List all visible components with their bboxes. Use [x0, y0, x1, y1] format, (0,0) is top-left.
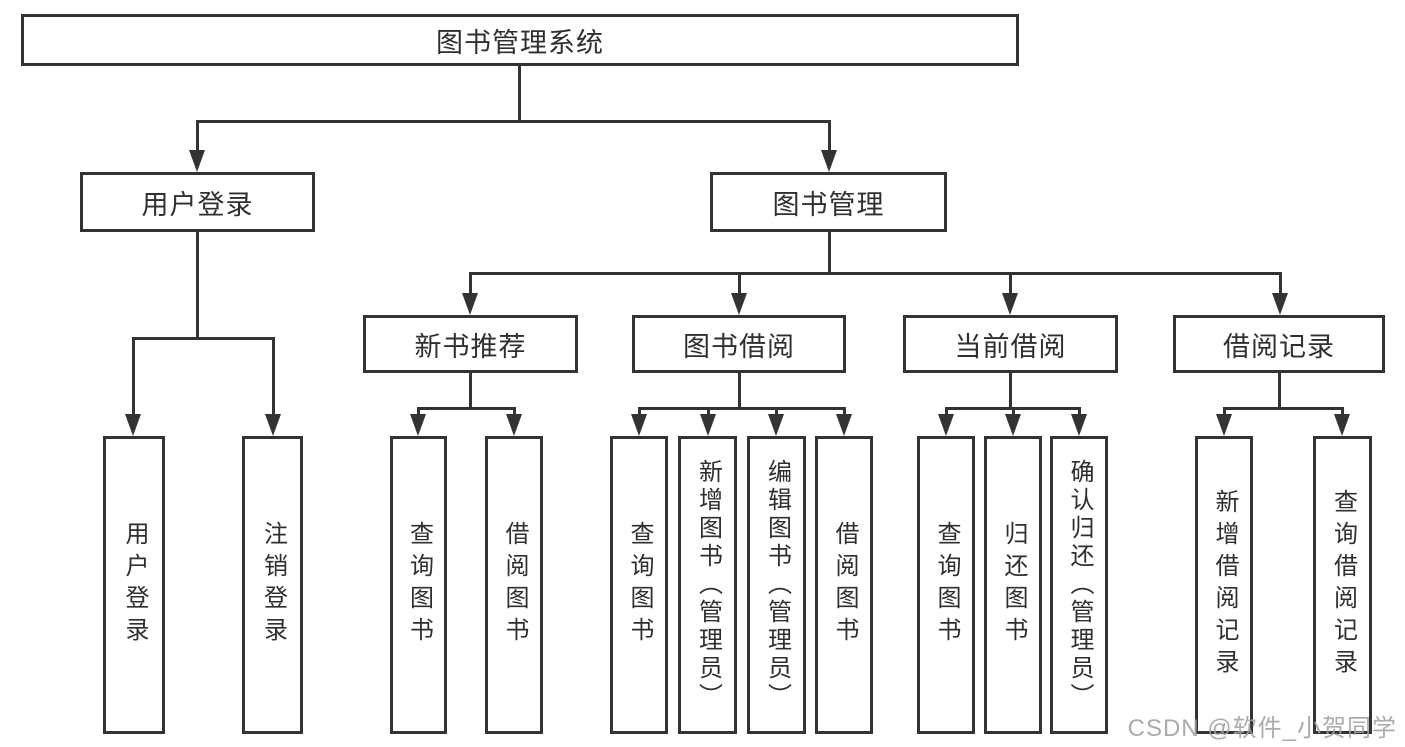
- csdn-watermark: CSDN @软件_小贺同学: [1127, 715, 1397, 742]
- connector-line: [1012, 407, 1015, 416]
- leaf-borrow-books: 借阅图书: [485, 436, 543, 734]
- connector-line: [828, 232, 831, 272]
- connector-line: [945, 407, 948, 416]
- connector-line: [272, 337, 275, 416]
- connector-line: [738, 272, 741, 295]
- arrowhead-down-icon: [462, 293, 478, 315]
- arrowhead-down-icon: [768, 414, 784, 436]
- connector-line: [1223, 407, 1226, 416]
- connector-line: [469, 373, 472, 407]
- arrowhead-down-icon: [410, 414, 426, 436]
- leaf-user-login: 用户登录: [103, 436, 165, 734]
- arrowhead-down-icon: [1334, 414, 1350, 436]
- connector-line: [828, 120, 831, 154]
- node-library-management-system: 图书管理系统: [21, 14, 1019, 66]
- arrowhead-down-icon: [731, 293, 747, 315]
- connector-line: [197, 120, 830, 123]
- connector-line: [707, 407, 710, 416]
- arrowhead-down-icon: [125, 414, 141, 436]
- leaf-query-books: 查询图书: [917, 436, 975, 734]
- arrowhead-down-icon: [265, 414, 281, 436]
- connector-line: [738, 373, 741, 407]
- connector-line: [1341, 407, 1344, 416]
- node-borrowing-records: 借阅记录: [1173, 315, 1385, 373]
- connector-line: [1224, 407, 1343, 410]
- leaf-confirm-return-admin: 确认归还（管理员）: [1050, 436, 1108, 734]
- arrowhead-down-icon: [189, 150, 205, 172]
- arrowhead-down-icon: [506, 414, 522, 436]
- leaf-add-books-admin: 新增图书（管理员）: [678, 436, 737, 734]
- connector-line: [1078, 407, 1081, 416]
- leaf-logout: 注销登录: [242, 436, 303, 734]
- arrowhead-down-icon: [1002, 293, 1018, 315]
- connector-line: [775, 407, 778, 416]
- connector-line: [196, 232, 199, 337]
- connector-line: [196, 120, 199, 154]
- connector-line: [133, 337, 275, 340]
- connector-line: [1279, 272, 1282, 295]
- arrowhead-down-icon: [700, 414, 716, 436]
- connector-line: [513, 407, 516, 416]
- connector-line: [418, 407, 515, 410]
- connector-line: [1009, 373, 1012, 407]
- arrowhead-down-icon: [1216, 414, 1232, 436]
- connector-line: [470, 272, 1281, 275]
- arrowhead-down-icon: [938, 414, 954, 436]
- connector-line: [1009, 272, 1012, 295]
- connector-line: [417, 407, 420, 416]
- node-new-book-recommendation: 新书推荐: [363, 315, 578, 373]
- arrowhead-down-icon: [836, 414, 852, 436]
- leaf-query-books: 查询图书: [390, 436, 447, 734]
- arrowhead-down-icon: [1005, 414, 1021, 436]
- connector-line: [843, 407, 846, 416]
- connector-line: [518, 66, 521, 120]
- arrowhead-down-icon: [631, 414, 647, 436]
- node-current-borrowing: 当前借阅: [903, 315, 1118, 373]
- leaf-query-books: 查询图书: [610, 436, 668, 734]
- connector-line: [1278, 373, 1281, 407]
- leaf-borrow-books: 借阅图书: [815, 436, 873, 734]
- node-book-borrowing: 图书借阅: [632, 315, 846, 373]
- leaf-return-books: 归还图书: [984, 436, 1042, 734]
- connector-line: [132, 337, 135, 416]
- node-user-login: 用户登录: [80, 172, 315, 232]
- arrowhead-down-icon: [1272, 293, 1288, 315]
- leaf-edit-books-admin: 编辑图书（管理员）: [747, 436, 806, 734]
- node-book-management: 图书管理: [710, 172, 947, 232]
- connector-line: [639, 407, 845, 410]
- arrowhead-down-icon: [821, 150, 837, 172]
- arrowhead-down-icon: [1071, 414, 1087, 436]
- connector-line: [469, 272, 472, 295]
- leaf-add-borrow-record: 新增借阅记录: [1195, 436, 1253, 734]
- connector-line: [638, 407, 641, 416]
- leaf-query-borrow-record: 查询借阅记录: [1313, 436, 1372, 734]
